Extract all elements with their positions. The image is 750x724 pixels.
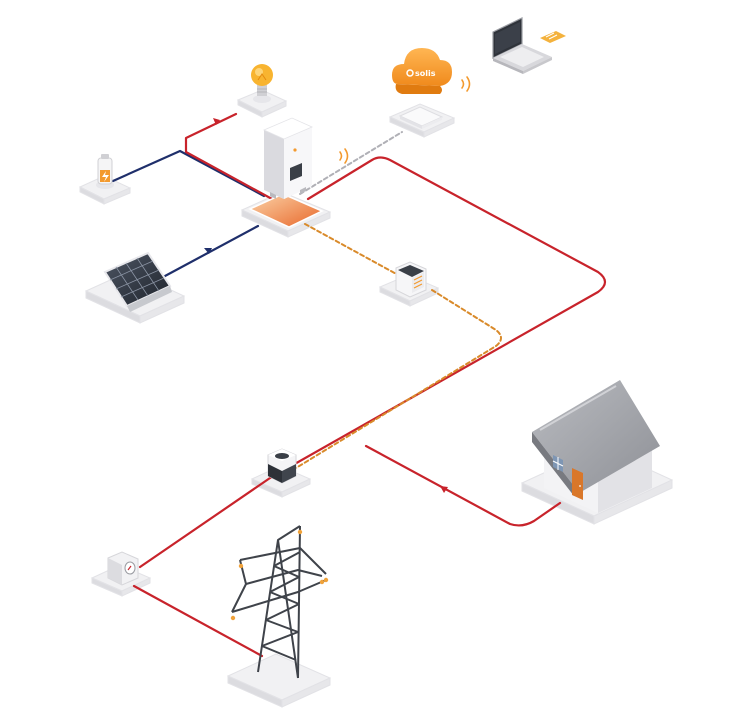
smart-meter-icon <box>395 261 427 298</box>
line-wifi-dongle <box>299 131 403 195</box>
arrow-solar <box>204 248 212 254</box>
battery-icon <box>96 154 114 189</box>
line-comm-meter-ct <box>295 223 502 469</box>
flow-arrows <box>204 118 448 493</box>
solar-panel-icon <box>103 251 172 312</box>
lightbulb-icon <box>251 64 273 103</box>
power-tower-icon <box>230 525 329 679</box>
grid-meter-icon <box>107 551 139 586</box>
platforms <box>78 89 674 708</box>
line-meter-tower <box>132 584 264 658</box>
line-battery-inverter <box>111 149 266 198</box>
line-inverter-bulb <box>184 112 274 201</box>
arrow-to-bulb <box>213 118 220 125</box>
inverter-wifi-icon <box>339 148 349 164</box>
cloud-brand-text: solis <box>415 69 436 78</box>
house-icon <box>532 380 660 513</box>
wifi-dongle-icon <box>398 106 444 129</box>
connections <box>111 112 607 658</box>
line-junction-house <box>364 444 562 527</box>
ct-clamp-icon <box>267 448 297 484</box>
cloud-icon: solis <box>392 48 452 94</box>
laptop-icon <box>492 17 566 74</box>
line-solar-inverter <box>163 224 260 278</box>
cloud-wifi-icon <box>461 76 471 92</box>
line-inverter-grid <box>138 156 607 569</box>
arrow-to-house <box>440 486 448 493</box>
inverter-icon <box>248 117 324 228</box>
platform-tower <box>226 653 332 701</box>
